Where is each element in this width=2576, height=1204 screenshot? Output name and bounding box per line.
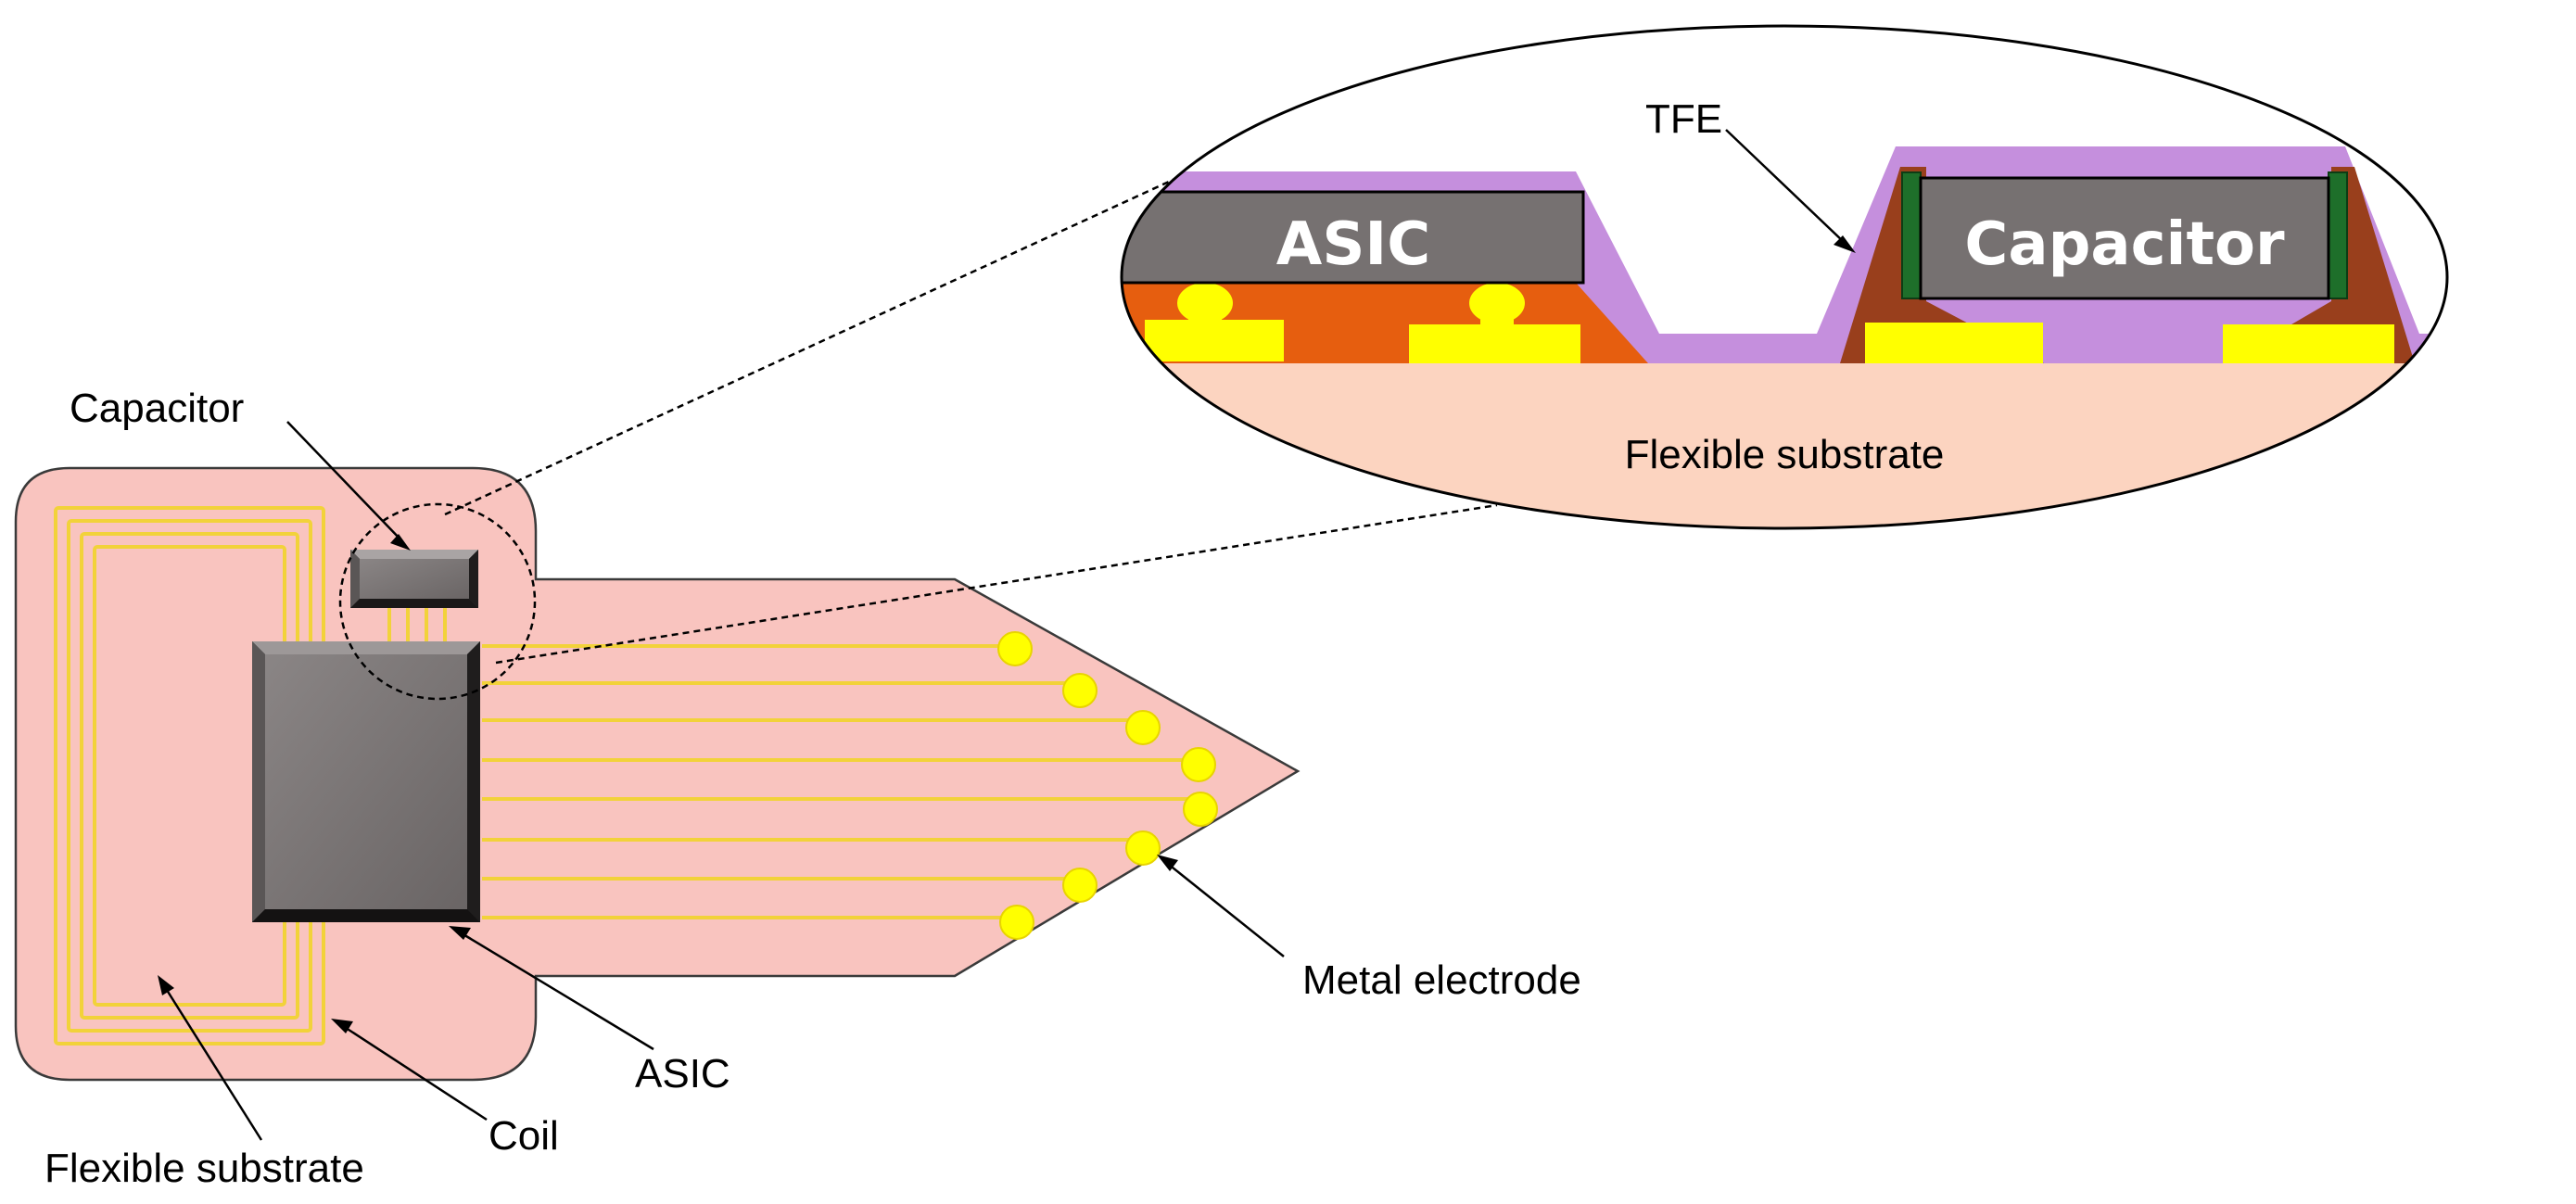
electrode	[1181, 747, 1216, 782]
asic-label: ASIC	[635, 1051, 730, 1096]
capacitor-terminal-left	[1901, 171, 1922, 299]
capacitor-chip	[350, 550, 478, 608]
inset-capacitor-chip	[1919, 176, 2330, 300]
capacitor-pads	[1865, 323, 2394, 363]
capacitor-terminal-right	[2328, 171, 2348, 299]
electrode	[999, 905, 1034, 940]
electrode	[1183, 792, 1218, 827]
capacitor-traces	[387, 607, 447, 644]
metal-electrode-label: Metal electrode	[1302, 957, 1581, 1003]
electrode	[997, 631, 1033, 666]
asic-bonds	[1145, 283, 1580, 363]
inset-flexible-substrate-label: Flexible substrate	[1625, 432, 1945, 477]
capacitor-label: Capacitor	[70, 386, 244, 431]
cross-section-inset: ASIC Capacitor Flexible substrate TFE	[1120, 24, 2449, 530]
device	[14, 466, 1301, 1082]
magnifier-circle	[338, 502, 537, 701]
asic-arrowhead	[449, 926, 471, 940]
callouts: Capacitor ASIC Coil Flexible substrate M…	[44, 386, 1581, 1191]
inset-asic-chip	[1122, 190, 1585, 285]
tfe-label: TFE	[1645, 96, 1722, 142]
asic-chip	[252, 641, 480, 922]
metal-electrodes	[997, 631, 1218, 940]
coil-label: Coil	[489, 1113, 559, 1159]
electrode	[1062, 673, 1098, 708]
flexible-substrate-arrowhead	[158, 975, 174, 995]
electrode	[1062, 868, 1098, 903]
electrode	[1125, 830, 1161, 866]
zoom-connectors	[444, 170, 1498, 665]
coil-arrowhead	[331, 1019, 353, 1033]
inset-capacitor-label: Capacitor	[1964, 210, 2285, 279]
flexible-substrate-label: Flexible substrate	[44, 1146, 364, 1191]
electrode-traces	[482, 644, 1194, 919]
tfe-arrow	[1725, 129, 1856, 253]
capacitor-arrowhead	[390, 534, 411, 551]
capacitor-underfill	[1840, 167, 2044, 363]
flexible-substrate-body	[14, 466, 1301, 1082]
inset-asic-label: ASIC	[1276, 210, 1430, 279]
capacitor-underfill	[2225, 167, 2415, 363]
electrode	[1125, 710, 1161, 745]
metal-electrode-arrowhead	[1157, 855, 1178, 871]
